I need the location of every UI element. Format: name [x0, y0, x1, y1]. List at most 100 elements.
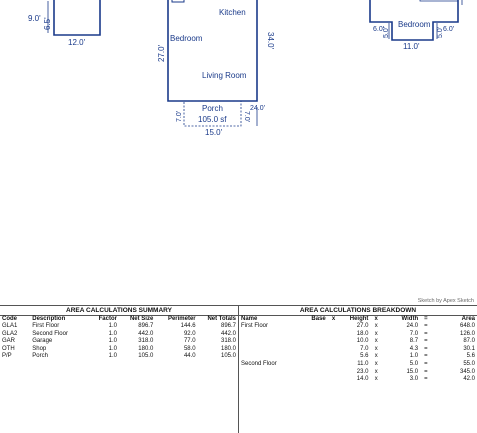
table-cell: Porch: [32, 353, 48, 360]
table-cell: =: [424, 345, 428, 352]
table-cell: 105.0: [220, 353, 236, 360]
middle-floor-plan: Kitchen Bedroom Living Room 27.0' 34.0' …: [157, 0, 275, 137]
table-cell: 5.6: [360, 353, 369, 360]
summary-title: AREA CALCULATIONS SUMMARY: [0, 306, 238, 316]
right-floor-plan: Bedroom 6.0' 5.0' 6.0' 5.0' 11.0': [369, 0, 463, 51]
table-cell: 180.0: [138, 345, 154, 352]
table-cell: 144.6: [180, 323, 196, 329]
column-header: x: [331, 316, 336, 322]
table-cell: [239, 353, 303, 361]
table-cell: Garage: [32, 338, 53, 345]
table-cell: 1.0: [108, 345, 117, 352]
table-cell: 24.0: [406, 323, 419, 329]
table-cell: [328, 338, 340, 346]
dim-label: 27.0': [157, 44, 166, 62]
room-label-bedroom: Bedroom: [170, 34, 203, 43]
column-header: Factor: [98, 316, 117, 322]
table-cell: [303, 323, 328, 331]
table-cell: 896.7: [138, 323, 154, 329]
table-cell: 27.0: [356, 323, 369, 329]
table-cell: 30.1: [463, 345, 475, 352]
table-cell: 44.0: [183, 353, 196, 360]
dim-label: 7.0': [243, 111, 250, 122]
table-cell: x: [374, 338, 378, 345]
table-cell: [328, 376, 340, 384]
table-cell: 15.0: [406, 368, 419, 375]
table-cell: Shop: [32, 345, 47, 352]
table-cell: 4.3: [409, 345, 419, 352]
summary-table: Code Description Factor Net Size Perimet…: [0, 316, 238, 361]
column-header: x: [374, 316, 378, 322]
table-cell: 92.0: [183, 330, 196, 337]
table-cell: 1.0: [108, 338, 117, 345]
table-cell: [239, 331, 303, 339]
column-header: Perimeter: [167, 316, 196, 322]
table-cell: [328, 346, 340, 354]
table-cell: x: [374, 330, 378, 337]
column-header: Height: [349, 316, 369, 322]
table-cell: [328, 323, 340, 331]
table-cell: x: [374, 353, 378, 360]
table-cell: 648.0: [459, 323, 475, 329]
table-cell: [303, 353, 328, 361]
table-cell: 10.0: [356, 338, 369, 345]
table-cell: GLA2: [2, 330, 18, 337]
table-cell: Second Floor: [241, 360, 277, 367]
column-header: Width: [401, 316, 419, 322]
sketch-credit: Sketch by Apex Sketch: [417, 298, 474, 304]
table-cell: [303, 361, 328, 369]
table-cell: [328, 331, 340, 339]
table-cell: 318.0: [138, 338, 154, 345]
area-summary-panel: AREA CALCULATIONS SUMMARY Code Descripti…: [0, 305, 239, 433]
column-header: Net Totals: [207, 316, 236, 322]
porch-area: 105.0 sf: [198, 115, 227, 124]
dim-label: 7.0': [176, 111, 183, 122]
table-cell: 42.0: [463, 376, 475, 383]
dim-label: 11.0': [403, 42, 420, 51]
table-cell: 23.0: [356, 368, 369, 375]
table-cell: x: [374, 323, 378, 329]
table-cell: 318.0: [220, 338, 236, 345]
table-cell: 5.0: [409, 360, 419, 367]
column-header: Net Size: [129, 316, 154, 322]
table-cell: [239, 376, 303, 384]
porch-label: Porch: [202, 104, 223, 113]
dim-label: 9.0': [28, 14, 41, 23]
column-header: Area: [461, 316, 475, 322]
column-header: Base: [311, 316, 326, 322]
table-cell: 87.0: [463, 338, 475, 345]
table-cell: =: [424, 360, 428, 367]
table-cell: x: [374, 368, 378, 375]
area-breakdown-panel: AREA CALCULATIONS BREAKDOWN Name Base x …: [239, 305, 477, 433]
dim-label: 34.0': [266, 32, 275, 50]
column-header: Description: [32, 316, 66, 322]
column-header: Name: [241, 316, 258, 322]
table-cell: 180.0: [220, 345, 236, 352]
dim-label: 5.0': [383, 27, 390, 38]
table-cell: 5.6: [466, 353, 475, 360]
table-cell: x: [374, 345, 378, 352]
dim-label: 6.0': [373, 26, 384, 33]
table-cell: OTH: [2, 345, 15, 352]
dim-label: 12.0': [68, 38, 86, 47]
table-cell: =: [424, 323, 428, 329]
table-cell: 442.0: [220, 330, 236, 337]
table-cell: 3.0: [409, 376, 419, 383]
table-cell: [328, 369, 340, 377]
table-cell: =: [424, 330, 428, 337]
table-cell: [303, 369, 328, 377]
dim-label: 15.0': [205, 128, 223, 137]
dim-label: 6.0': [443, 26, 454, 33]
breakdown-header-row: Name Base x Height x Width = Area: [239, 316, 477, 323]
table-cell: GLA1: [2, 323, 18, 329]
table-cell: =: [424, 376, 428, 383]
table-cell: =: [424, 368, 428, 375]
